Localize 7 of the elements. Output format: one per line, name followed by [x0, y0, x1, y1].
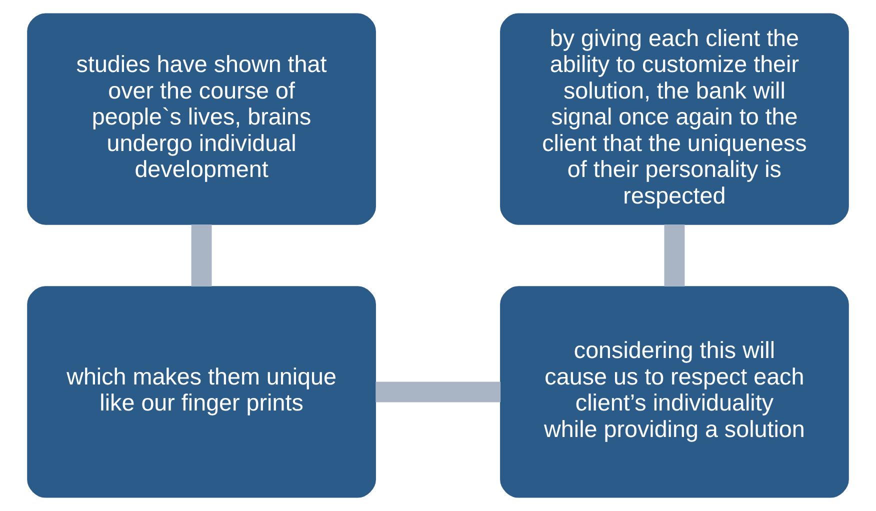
node-box: considering this will cause us to respect each client’s individuality while providing a solution: [500, 286, 849, 498]
node-box: by giving each client the ability to customize their solution, the bank will signal once again to the client that the uniqueness of their personality is respected: [500, 13, 849, 225]
connector: [376, 382, 501, 402]
connector: [191, 224, 212, 287]
connector: [664, 224, 685, 287]
node-box: which makes them unique like our finger prints: [27, 286, 376, 498]
node-box: studies have shown that over the course of people`s lives, brains undergo individual development: [27, 13, 376, 225]
